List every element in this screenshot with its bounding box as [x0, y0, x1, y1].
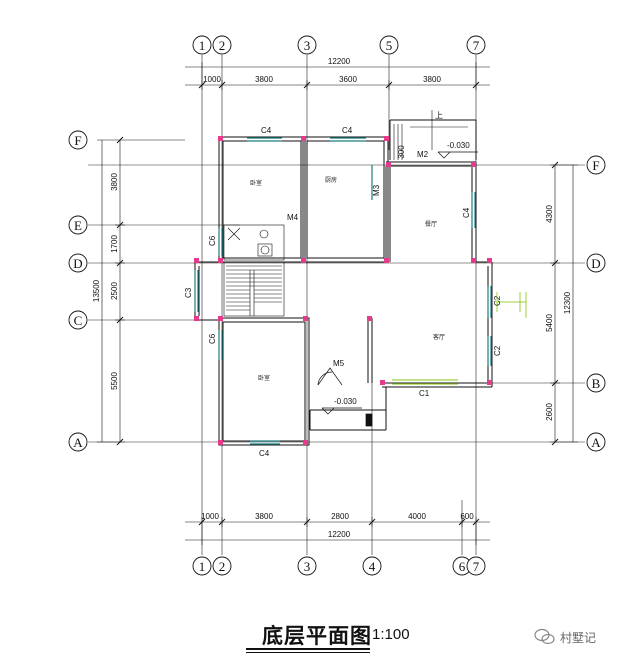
dim-right-total: 12300	[563, 291, 572, 314]
dim-bottom-total: 12200	[328, 530, 351, 539]
axis-left-F: F	[74, 133, 81, 148]
column-markers	[194, 136, 492, 445]
watermark-text: 村墅记	[560, 630, 597, 645]
dim-top-seg-2: 3800	[255, 75, 273, 84]
label-m2: M2	[417, 150, 429, 159]
title-underline-thin	[246, 652, 370, 653]
dim-bottom-seg-1: 1000	[201, 512, 219, 521]
room-names: 卧室 厨房 餐厅 客厅 卧室	[250, 176, 445, 382]
axis-right-D: D	[591, 256, 600, 271]
dim-top-total: 12200	[328, 57, 351, 66]
label-c4-a: C4	[261, 126, 272, 135]
dim-stair-300: 300	[397, 145, 406, 159]
window-c1	[392, 379, 458, 385]
axis-grid-lines	[88, 55, 585, 555]
dim-left-seg-3: 2500	[110, 282, 119, 300]
axis-labels: 1 2 3 5 7 1 2 3 4 6 7 F E D C A F D B A	[73, 38, 601, 574]
door-arrow-markers	[496, 292, 527, 318]
label-c3: C3	[184, 287, 193, 298]
dimension-ticks	[116, 81, 559, 526]
axis-left-A: A	[73, 435, 83, 450]
watermark: 村墅记	[534, 628, 596, 646]
dim-bottom-seg-3: 2800	[331, 512, 349, 521]
bathroom-fixtures	[223, 224, 285, 261]
title-underline	[246, 648, 370, 650]
axis-bottom-6: 6	[459, 559, 466, 574]
room-kitchen: 厨房	[325, 176, 337, 184]
axis-right-A: A	[591, 435, 601, 450]
label-m3: M3	[372, 184, 381, 196]
label-c2-a: C2	[493, 295, 502, 306]
label-c2-b: C2	[493, 345, 502, 356]
entrance-door	[317, 367, 373, 427]
dim-bottom-seg-2: 3800	[255, 512, 273, 521]
axis-bottom-7: 7	[473, 559, 480, 574]
staircase	[223, 110, 468, 317]
axis-right-F: F	[592, 158, 599, 173]
level-lower: -0.030	[334, 397, 357, 406]
room-dining: 餐厅	[425, 220, 437, 228]
dim-top-seg-3: 3600	[339, 75, 357, 84]
axis-bubbles	[68, 35, 606, 576]
dim-right-seg-2: 5400	[545, 314, 554, 332]
room-bedroom-upper: 卧室	[250, 179, 262, 187]
porch-up-label: 上	[435, 111, 443, 120]
axis-left-E: E	[74, 218, 82, 233]
axis-left-D: D	[73, 256, 82, 271]
drawing-title: 底层平面图	[262, 623, 372, 648]
wechat-icon	[534, 628, 555, 645]
drawing-scale: 1:100	[372, 626, 410, 643]
axis-top-7: 7	[473, 38, 480, 53]
axis-bottom-1: 1	[199, 559, 206, 574]
dim-bottom-seg-5: 600	[460, 512, 474, 521]
axis-top-2: 2	[219, 38, 226, 53]
dim-right-seg-1: 4300	[545, 205, 554, 223]
dimension-lines	[97, 62, 578, 545]
axis-top-3: 3	[304, 38, 311, 53]
dim-top-seg-1: 1000	[203, 75, 221, 84]
axis-bottom-3: 3	[304, 559, 311, 574]
label-c6-b: C6	[208, 333, 217, 344]
label-c4-c: C4	[259, 449, 270, 458]
label-c4-d: C4	[462, 207, 471, 218]
windows	[194, 137, 492, 445]
dimension-texts: 12200 1000 3800 3600 3800 1000 3800 2800…	[92, 57, 572, 539]
room-living: 客厅	[433, 333, 445, 341]
dim-right-seg-3: 2600	[545, 403, 554, 421]
dim-left-total: 13500	[92, 279, 101, 302]
label-c4-b: C4	[342, 126, 353, 135]
label-c1: C1	[419, 389, 430, 398]
level-markers	[321, 151, 478, 415]
axis-bottom-4: 4	[369, 559, 376, 574]
axis-left-C: C	[74, 313, 83, 328]
axis-top-1: 1	[199, 38, 206, 53]
axis-right-B: B	[592, 376, 601, 391]
axis-top-5: 5	[386, 38, 393, 53]
level-upper: -0.030	[447, 141, 470, 150]
dim-left-seg-4: 5500	[110, 372, 119, 390]
label-c6-a: C6	[208, 235, 217, 246]
axis-bottom-2: 2	[219, 559, 226, 574]
room-bedroom-lower: 卧室	[258, 374, 270, 382]
label-m5: M5	[333, 359, 345, 368]
label-m4: M4	[287, 213, 299, 222]
dim-left-seg-1: 3800	[110, 173, 119, 191]
dim-bottom-seg-4: 4000	[408, 512, 426, 521]
floor-plan: 1 2 3 5 7 1 2 3 4 6 7 F E D C A F D B A	[68, 35, 606, 576]
opening-labels: C4 C4 C4 C6 C6 C3 C4 C2 C2 C1 M2 M3 M4 M…	[184, 126, 502, 458]
dim-top-seg-4: 3800	[423, 75, 441, 84]
dim-left-seg-2: 1700	[110, 235, 119, 253]
